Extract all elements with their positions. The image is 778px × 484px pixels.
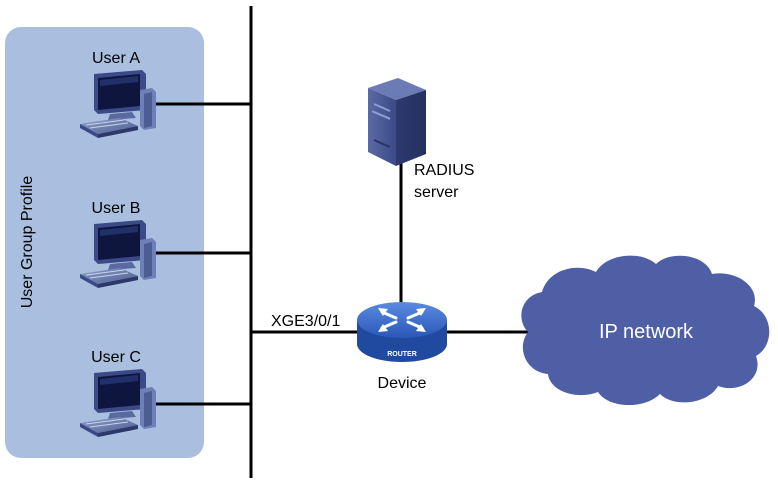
radius-label-line2: server [414, 184, 459, 201]
server-icon [368, 78, 426, 166]
port-label: XGE3/0/1 [271, 313, 340, 330]
user-c-label: User C [91, 349, 141, 366]
user-b: User B [79, 200, 157, 289]
radius-label-line1: RADIUS [414, 162, 474, 179]
ip-network-label: IP network [599, 321, 694, 343]
ip-network: IP network [521, 255, 770, 406]
router-device: ROUTER Device XGE3/0/1 [271, 302, 447, 392]
user-b-label: User B [92, 200, 141, 217]
device-label: Device [378, 375, 427, 392]
user-a-label: User A [92, 50, 140, 67]
router-badge: ROUTER [387, 351, 417, 358]
user-c: User C [79, 349, 157, 438]
router-icon [357, 302, 447, 362]
user-group-label: User Group Profile [19, 176, 36, 309]
user-a: User A [79, 50, 157, 139]
cloud-icon [521, 255, 770, 406]
radius-server: RADIUS server [368, 78, 474, 201]
